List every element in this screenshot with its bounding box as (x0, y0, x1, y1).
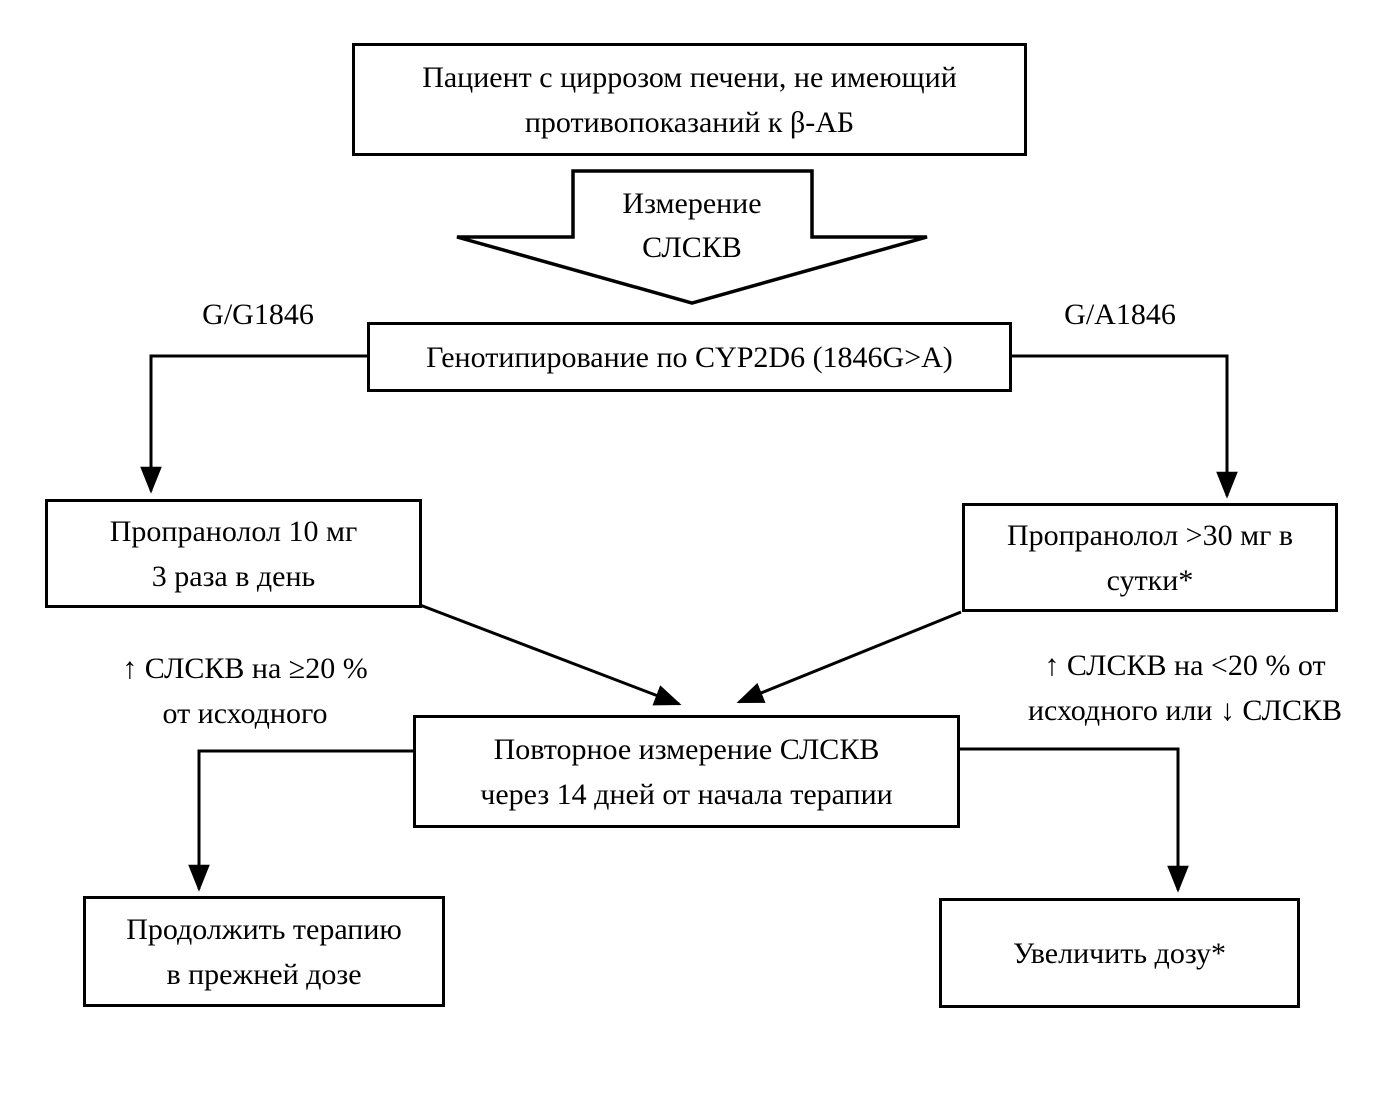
genotype-wild-label: G/G1846 (202, 298, 314, 331)
measure-slskv-label: Измерение СЛСКВ (622, 187, 762, 264)
arrow-repeat-to-increase (960, 747, 1189, 893)
response-adequate-label: ↑ СЛСКВ на ≥20 % от исходного (122, 652, 368, 730)
arrow-propranolol-high-to-repeat (736, 610, 962, 704)
increase-dose-node: Увеличить дозу* (939, 898, 1300, 1008)
genotype-variant-label: G/A1846 (1064, 298, 1176, 331)
arrow-genotyping-to-propranolol-low (140, 354, 367, 494)
arrow-repeat-to-continue (188, 749, 413, 892)
genotyping-node: Генотипирование по CYP2D6 (1846G>A) (367, 322, 1012, 392)
propranolol-high-node: Пропранолол >30 мг в сутки* (962, 503, 1338, 612)
propranolol-low-node: Пропранолол 10 мг 3 раза в день (45, 499, 422, 608)
repeat-measure-node: Повторное измерение СЛСКВ через 14 дней … (413, 715, 960, 828)
arrow-propranolol-low-to-repeat (419, 603, 682, 706)
arrow-genotyping-to-propranolol-high (1012, 354, 1238, 499)
patient-node: Пациент с циррозом печени, не имеющий пр… (352, 43, 1027, 156)
continue-therapy-node: Продолжить терапию в прежней дозе (83, 896, 445, 1007)
response-inadequate-label: ↑ СЛСКВ на <20 % от исходного или ↓ СЛСК… (1027, 649, 1343, 727)
